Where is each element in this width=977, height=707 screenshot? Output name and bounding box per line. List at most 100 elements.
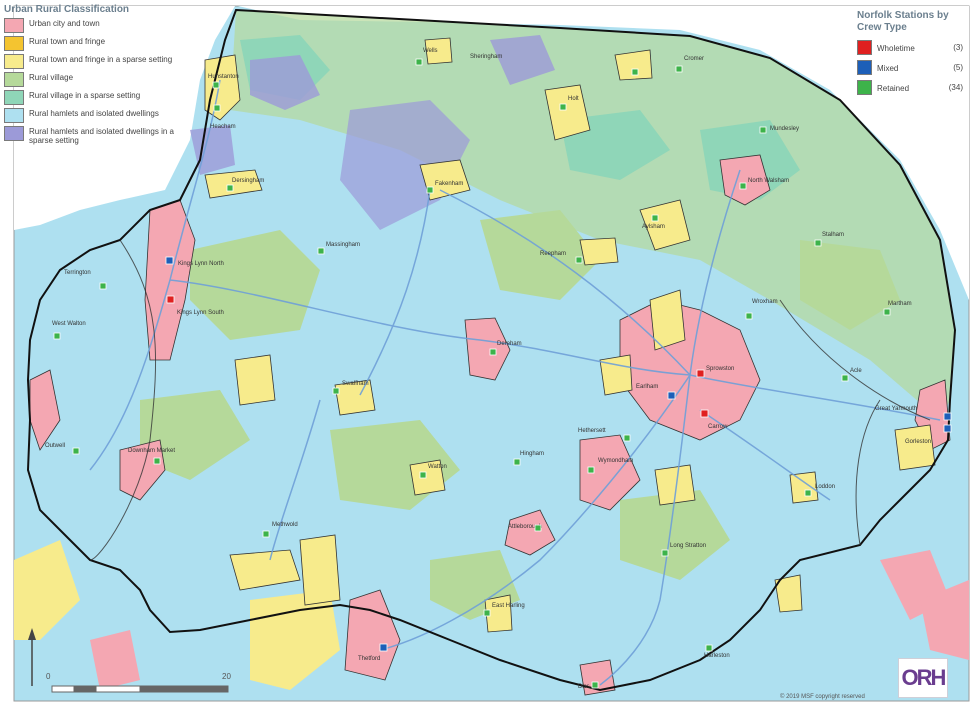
scale-start: 0 — [46, 672, 51, 681]
place-label-west-walton: West Walton — [52, 321, 86, 327]
legend-stations-title: Norfolk Stations by Crew Type — [857, 10, 949, 33]
station-marker-reepham[interactable] — [575, 256, 583, 264]
station-marker-martham[interactable] — [883, 308, 891, 316]
station-marker-hethersett[interactable] — [623, 434, 631, 442]
place-label-loddon: Loddon — [815, 484, 835, 490]
station-marker-east-harling[interactable] — [483, 609, 491, 617]
legend-item-rural-village-sparse: Rural village in a sparse setting — [4, 90, 192, 105]
station-marker-massingham[interactable] — [317, 247, 325, 255]
place-label-dereham: Dereham — [497, 341, 522, 347]
place-label-east-harling: East Harling — [492, 603, 525, 609]
place-label-downham-market: Downham Market — [128, 448, 175, 454]
legend-item-urban-city: Urban city and town — [4, 18, 192, 33]
station-marker-kings-lynn-north[interactable] — [165, 256, 174, 265]
swatch-wholetime — [857, 40, 872, 55]
station-marker-stalham[interactable] — [814, 239, 822, 247]
station-marker-cromer[interactable] — [675, 65, 683, 73]
place-label-carrow: Carrow — [708, 424, 728, 430]
orh-logo: ORH — [898, 658, 948, 698]
place-label-mundesley: Mundesley — [770, 126, 799, 132]
legend-item-wholetime: Wholetime (3) — [857, 40, 963, 55]
legend-label: Urban city and town — [29, 19, 100, 28]
legend-label: Wholetime — [877, 43, 915, 53]
station-marker-gorleston[interactable] — [943, 424, 952, 433]
station-marker-terrington[interactable] — [99, 282, 107, 290]
swatch-rural-town — [4, 36, 24, 51]
scale-end: 20 — [222, 672, 231, 681]
legend-label: Rural town and fringe in a sparse settin… — [29, 55, 173, 64]
station-marker-north-walsham[interactable] — [739, 182, 747, 190]
legend-label: Rural town and fringe — [29, 37, 106, 46]
station-marker-wymondham[interactable] — [587, 466, 595, 474]
legend-count: (3) — [953, 43, 963, 52]
swatch-rural-hamlets — [4, 108, 24, 123]
legend-label: Rural hamlets and isolated dwellings — [29, 109, 159, 118]
place-label-gorleston: Gorleston — [905, 439, 931, 445]
station-marker-mundesley[interactable] — [759, 126, 767, 134]
place-label-massingham: Massingham — [326, 242, 360, 248]
station-marker-dereham[interactable] — [489, 348, 497, 356]
station-marker-outwell[interactable] — [72, 447, 80, 455]
place-label-fakenham: Fakenham — [435, 181, 463, 187]
place-label-attleborough: Attleborough — [508, 524, 542, 530]
place-label-sheringham: Sheringham — [470, 54, 502, 60]
place-label-dersingham: Dersingham — [232, 178, 264, 184]
place-label-acle: Acle — [850, 368, 862, 374]
station-marker-great-yarmouth[interactable] — [943, 412, 952, 421]
legend-item-rural-hamlets: Rural hamlets and isolated dwellings — [4, 108, 192, 123]
place-label-terrington: Terrington — [64, 270, 91, 276]
station-marker-long-stratton[interactable] — [661, 549, 669, 557]
station-marker-hingham[interactable] — [513, 458, 521, 466]
station-marker-sheringham[interactable] — [415, 58, 423, 66]
north-arrow-icon — [28, 628, 36, 686]
station-marker-acle[interactable] — [841, 374, 849, 382]
legend-count: (5) — [953, 63, 963, 72]
station-marker-aylsham[interactable] — [651, 214, 659, 222]
station-marker-west-walton[interactable] — [53, 332, 61, 340]
place-label-hingham: Hingham — [520, 451, 544, 457]
station-marker-fakenham[interactable] — [426, 186, 434, 194]
logo-text: ORH — [901, 665, 947, 690]
place-label-watton: Watton — [428, 464, 447, 470]
station-marker-methwold[interactable] — [262, 530, 270, 538]
station-marker-sprowston[interactable] — [696, 369, 705, 378]
station-marker-thetford[interactable] — [379, 643, 388, 652]
station-marker-heacham[interactable] — [213, 104, 221, 112]
station-marker-kings-lynn-south[interactable] — [166, 295, 175, 304]
legend-item-rural-town-sparse: Rural town and fringe in a sparse settin… — [4, 54, 192, 69]
place-label-north-walsham: North Walsham — [748, 178, 789, 184]
swatch-rural-town-sparse — [4, 54, 24, 69]
station-marker-earlham[interactable] — [667, 391, 676, 400]
station-marker-holt[interactable] — [559, 103, 567, 111]
station-marker-carrow[interactable] — [700, 409, 709, 418]
swatch-retained — [857, 80, 872, 95]
place-label-diss: Diss — [578, 684, 590, 690]
station-marker-hunstanton[interactable] — [212, 81, 220, 89]
place-label-kings-lynn-south: Kings Lynn South — [177, 310, 224, 316]
place-label-outwell: Outwell — [45, 443, 65, 449]
station-marker-swaffham[interactable] — [332, 387, 340, 395]
station-marker-loddon[interactable] — [804, 489, 812, 497]
place-label-methwold: Methwold — [272, 522, 298, 528]
station-marker-wells[interactable] — [631, 68, 639, 76]
place-label-cromer: Cromer — [684, 56, 704, 62]
legend-item-rural-town: Rural town and fringe — [4, 36, 192, 51]
legend-urban-rural: Urban Rural Classification Urban city an… — [4, 4, 192, 148]
place-label-sprowston: Sprowston — [706, 366, 734, 372]
station-marker-wroxham[interactable] — [745, 312, 753, 320]
station-marker-harleston[interactable] — [705, 644, 713, 652]
legend-stations: Norfolk Stations by Crew Type Wholetime … — [857, 10, 963, 100]
station-marker-diss[interactable] — [591, 681, 599, 689]
station-marker-watton[interactable] — [419, 471, 427, 479]
legend-item-rural-village: Rural village — [4, 72, 192, 87]
legend-urban-rural-title: Urban Rural Classification — [4, 4, 130, 15]
legend-label: Mixed — [877, 63, 899, 73]
station-marker-attleborough[interactable] — [534, 524, 542, 532]
place-label-thetford: Thetford — [358, 656, 380, 662]
station-marker-downham-market[interactable] — [153, 457, 161, 465]
swatch-rural-village — [4, 72, 24, 87]
place-label-holt: Holt — [568, 96, 579, 102]
place-label-wroxham: Wroxham — [752, 299, 778, 305]
station-marker-dersingham[interactable] — [226, 184, 234, 192]
